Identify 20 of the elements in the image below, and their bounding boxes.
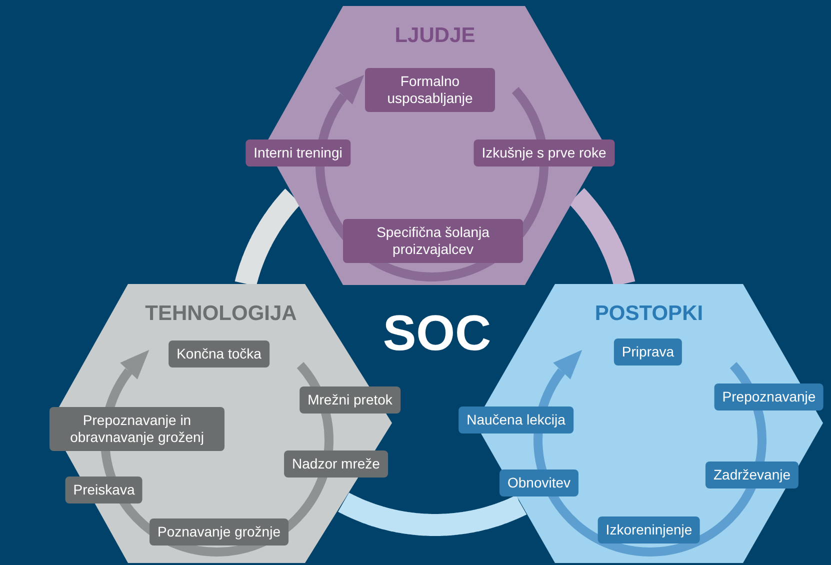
section-heading: LJUDJE [394, 23, 476, 49]
step-label: Formalno usposabljanje [365, 68, 495, 112]
step-label: Preiskava [65, 476, 143, 504]
step-label: Nadzor mreže [284, 450, 388, 478]
step-label: Mrežni pretok [300, 386, 400, 414]
step-label: Poznavanje grožnje [150, 518, 288, 546]
step-label: Interni treningi [246, 140, 350, 166]
step-label: Obnovitev [499, 470, 579, 496]
section-heading: POSTOPKI [594, 301, 704, 327]
step-label: Prepoznavanje in obravnavanje groženj [50, 407, 224, 451]
step-label: Končna točka [168, 340, 270, 368]
section-heading: TEHNOLOGIJA [145, 301, 297, 327]
step-label: Priprava [614, 338, 682, 366]
step-label: Izkoreninjenje [598, 516, 700, 544]
center-title: SOC [382, 308, 492, 358]
step-label: Izkušnje s prve roke [474, 140, 614, 166]
step-label: Naučena lekcija [458, 406, 574, 434]
step-label: Specifična šolanja proizvajalcev [343, 219, 523, 263]
step-label: Zadrževanje [705, 462, 799, 488]
step-label: Prepoznavanje [714, 384, 824, 410]
